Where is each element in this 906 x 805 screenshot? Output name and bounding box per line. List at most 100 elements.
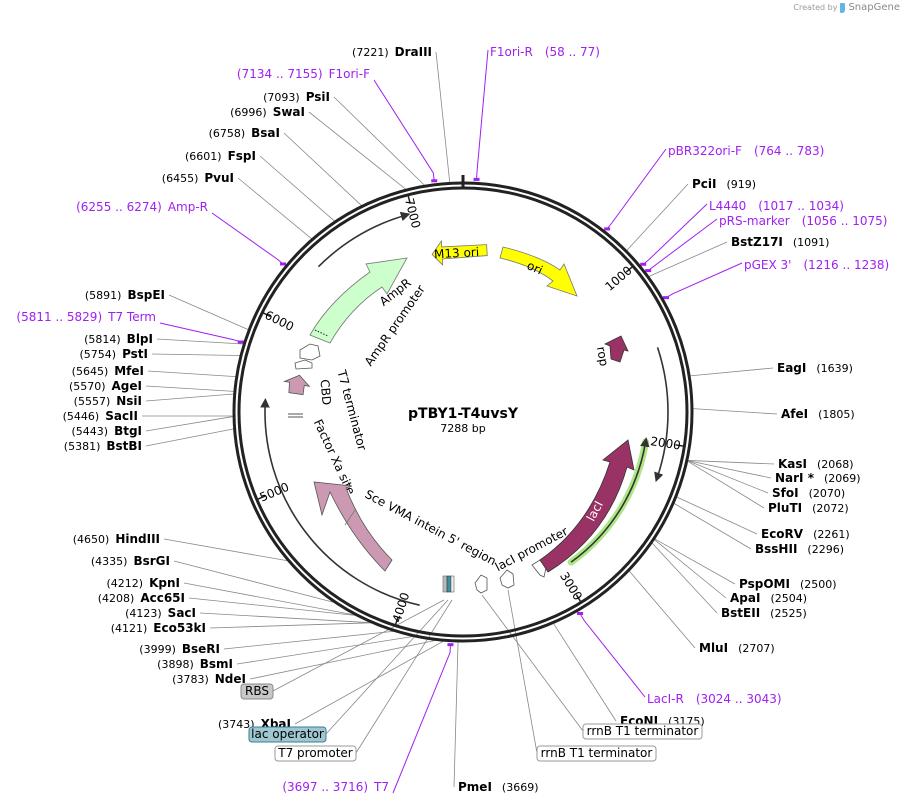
enzyme-site[interactable]: PciI(919) [692,177,756,191]
enzyme-name: NsiI [116,394,142,408]
enzyme-site[interactable]: PvuI(6455) [162,171,234,185]
enzyme-position: (7093) [263,91,300,104]
enzyme-position: (5381) [64,440,101,453]
enzyme-site[interactable]: BssHII (2296) [755,542,844,556]
enzyme-name: PstI [122,347,148,361]
primer-site[interactable]: LacI-R(3024 .. 3043) [647,692,782,706]
enzyme-site[interactable]: PmeI(3669) [458,780,538,794]
primer-range: (58 .. 77) [545,45,600,59]
enzyme-site[interactable]: PsiI(7093) [263,90,330,104]
rop-arrow[interactable] [604,335,629,363]
orf-arc[interactable] [654,347,669,483]
enzyme-position: (2296) [807,543,844,556]
enzyme-name: BssHII [755,542,797,556]
laci-arrow[interactable] [539,439,635,573]
primer-site[interactable]: pRS-marker(1056 .. 1075) [719,214,887,228]
primer-site[interactable]: pBR322ori-F(764 .. 783) [668,144,824,158]
enzyme-position: (4650) [73,533,110,546]
primer-site[interactable]: F1ori-R (58 .. 77) [490,45,600,59]
orf-arc-green[interactable] [570,437,650,563]
m13-ori-label: M13 ori [434,245,480,261]
enzyme-site[interactable]: NarI *(2069) [775,471,861,485]
enzyme-site[interactable]: AfeI(1805) [781,407,855,421]
rrnb-t1-terminator-1[interactable] [474,574,488,594]
enzyme-site[interactable]: SwaI(6996) [230,105,305,119]
enzyme-name: FspI [228,149,256,163]
enzyme-site[interactable]: KpnI(4212) [107,576,180,590]
enzyme-site[interactable]: EagI(1639) [777,361,853,375]
primer-site[interactable]: Amp-R(6255 .. 6274) [76,200,208,214]
enzyme-site[interactable]: MluI(2707) [699,641,775,655]
ampr-promoter-arrow[interactable] [299,343,321,361]
enzyme-site[interactable]: KasI(2068) [778,457,854,471]
cbd-label: CBD [317,379,333,406]
feature-label-box[interactable]: rrnB T1 terminator [536,745,657,762]
enzyme-site[interactable]: ApaI(2504) [730,591,807,605]
enzyme-site[interactable]: BspEI(5891) [85,288,165,302]
primer-name: pRS-marker [719,214,790,228]
feature-label-box[interactable]: rrnB T1 terminator [582,723,703,740]
primer-site[interactable]: L4440(1017 .. 1034) [709,199,844,213]
tick-label: 6000 [263,308,297,334]
enzyme-site[interactable]: SacI(4123) [125,606,196,620]
t7-promoter-block[interactable] [450,575,455,593]
enzyme-site[interactable]: BsrGI(4335) [91,554,170,568]
feature-label-box[interactable]: T7 promoter [274,745,357,762]
enzyme-position: (2072) [812,502,849,515]
t7-terminator-shape[interactable] [294,359,313,370]
enzyme-site[interactable]: PluTI(2072) [768,501,849,515]
enzyme-site[interactable]: AgeI(5570) [69,379,142,393]
primer-name: Amp-R [168,200,208,214]
primer-site[interactable]: F1ori-F(7134 .. 7155) [237,67,370,81]
m13-ori-arrow[interactable] [431,239,488,266]
enzyme-position: (3999) [139,643,176,656]
enzyme-position: (4121) [111,622,148,635]
rrnb-t1-terminator-2[interactable] [499,569,515,589]
enzyme-site[interactable]: SfoI(2070) [772,486,845,500]
tick-6000 [261,311,271,318]
primer-name: pGEX 3' [744,258,791,272]
enzyme-site[interactable]: BseRI(3999) [139,642,220,656]
enzyme-site[interactable]: BlpI(5814) [84,332,153,346]
primer-name: F1ori-R [490,45,533,59]
rbs-block[interactable] [442,575,448,593]
primer-site[interactable]: pGEX 3'(1216 .. 1238) [744,258,889,272]
orf-arc[interactable] [260,397,420,606]
lac-operator-block[interactable] [446,575,452,593]
enzyme-site[interactable]: HindIII(4650) [73,532,160,546]
primer-site[interactable]: T7(3697 .. 3716) [282,780,389,794]
enzyme-site[interactable]: PstI(5754) [79,347,148,361]
enzyme-site[interactable]: MfeI(5645) [72,364,144,378]
enzyme-site[interactable]: BstBI(5381) [64,439,142,453]
ori-arrow[interactable] [499,246,578,297]
enzyme-site[interactable]: NsiI(5557) [74,394,142,408]
feature-label-box[interactable]: RBS [240,683,274,700]
enzyme-name: MluI [699,641,728,655]
enzyme-position: (3743) [218,718,255,731]
sce-vma-intein-arrow[interactable] [313,481,393,572]
enzyme-site[interactable]: BstEII(2525) [721,606,807,620]
enzyme-position: (6758) [209,127,246,140]
feature-label-box[interactable]: lac operator [248,726,327,743]
enzyme-site[interactable]: BsmI(3898) [157,657,233,671]
enzyme-position: (5891) [85,289,122,302]
enzyme-name: PvuI [204,171,234,185]
enzyme-site[interactable]: BstZ17I(1091) [731,235,829,249]
enzyme-position: (1805) [818,408,855,421]
enzyme-site[interactable]: PspOMI(2500) [739,577,837,591]
cbd-arrow[interactable] [281,371,311,398]
enzyme-site[interactable]: DraIII(7221) [352,45,432,59]
enzyme-site[interactable]: EcoRV(2261) [761,527,850,541]
orf-arc[interactable] [317,211,411,268]
enzyme-site[interactable]: BtgI(5443) [71,424,142,438]
enzyme-position: (2504) [770,592,807,605]
enzyme-site[interactable]: Eco53kI(4121) [111,621,206,635]
enzyme-site[interactable]: SacII(5446) [63,409,138,423]
enzyme-site[interactable]: BsaI(6758) [209,126,280,140]
enzyme-site[interactable]: Acc65I(4208) [98,591,185,605]
primer-site[interactable]: T7 Term(5811 .. 5829) [16,310,156,324]
enzyme-site[interactable]: NdeI(3783) [172,672,246,686]
enzyme-site[interactable]: FspI(6601) [185,149,256,163]
ampr-arrow[interactable] [309,257,408,344]
enzyme-position: (4212) [107,577,144,590]
